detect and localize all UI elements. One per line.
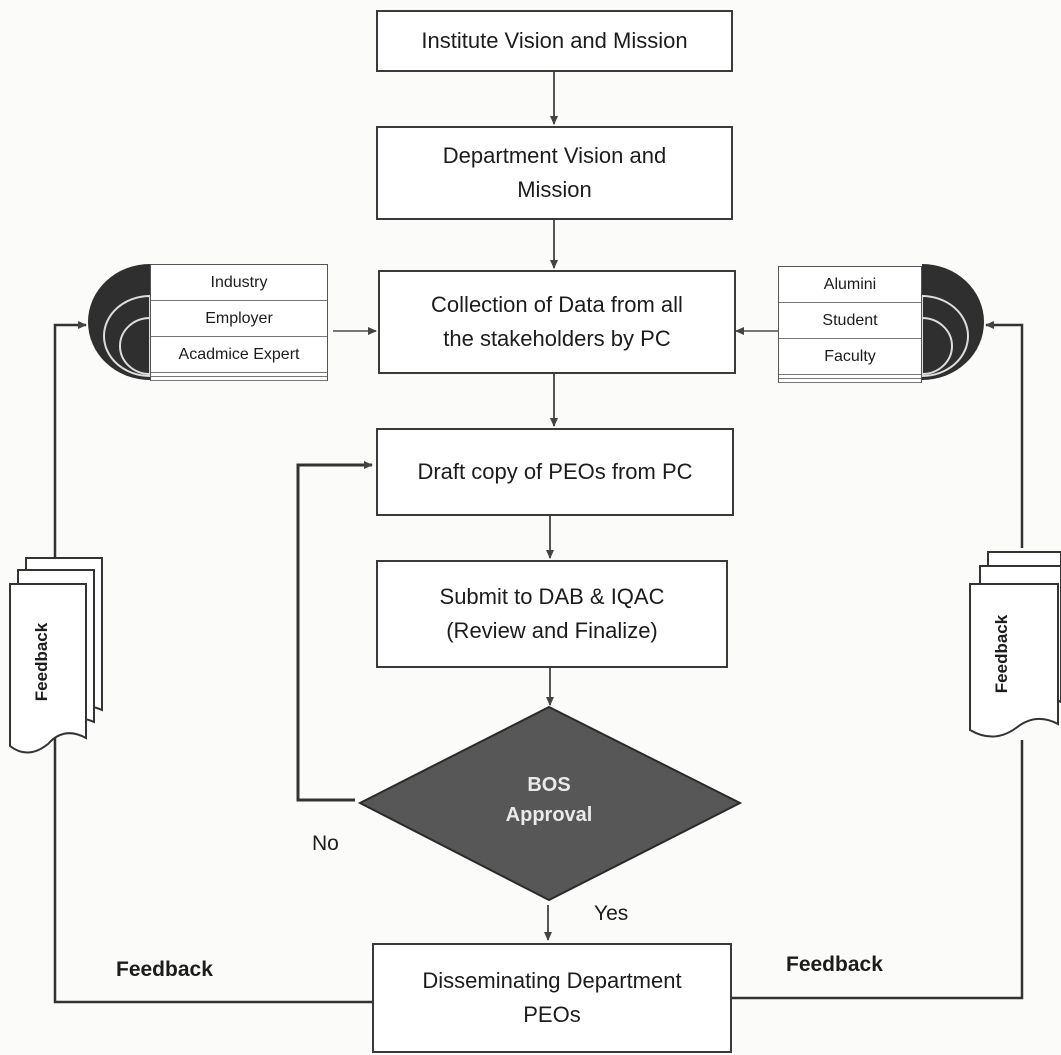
stakeholder-semicircle-right [921, 264, 984, 380]
submit-dab-box: Submit to DAB & IQAC (Review and Finaliz… [376, 560, 728, 668]
no-loop-line [296, 461, 373, 802]
list-divider [151, 373, 327, 377]
department-vision-line-2: Mission [517, 177, 592, 202]
feedback-loop-right-upper [985, 321, 1024, 548]
feedback-label-right: Feedback [786, 953, 883, 976]
no-label: No [312, 832, 339, 855]
feedback-loop-left [53, 710, 372, 1004]
submit-line-2: (Review and Finalize) [446, 618, 658, 643]
feedback-loop-right [732, 740, 1024, 1000]
yes-label: Yes [594, 902, 629, 925]
list-divider [779, 379, 921, 383]
stakeholder-employer: Employer [151, 301, 327, 337]
feedback-document-right [969, 551, 1061, 738]
decision-line-2: Approval [505, 804, 593, 826]
stakeholder-list-right: Alumini Student Faculty [778, 266, 922, 383]
collection-data-box: Collection of Data from all the stakehol… [378, 270, 736, 374]
stakeholder-industry: Industry [151, 265, 327, 301]
list-divider [151, 377, 327, 381]
feedback-label-left: Feedback [116, 958, 213, 981]
department-vision-line-1: Department Vision and [442, 142, 667, 168]
stakeholder-academic-expert: Acadmice Expert [151, 337, 327, 373]
stakeholder-alumni: Alumini [779, 267, 921, 303]
stakeholder-list-left: Industry Employer Acadmice Expert [150, 264, 328, 381]
feedback-document-left [9, 557, 103, 754]
disseminate-line-2: PEOs [523, 1002, 581, 1027]
department-vision-box: Department Vision and Mission [376, 126, 733, 220]
collection-line-2: the stakeholders by PC [443, 326, 671, 351]
decision-diamond [357, 705, 743, 902]
disseminate-peos-box: Disseminating Department PEOs [372, 943, 732, 1053]
feedback-doc-label-right: Feedback [992, 614, 1011, 694]
submit-line-1: Submit to DAB & IQAC [439, 583, 665, 609]
collection-line-1: Collection of Data from all [431, 291, 683, 317]
institute-vision-box: Institute Vision and Mission [376, 10, 733, 72]
list-divider [779, 375, 921, 379]
decision-line-1: BOS [527, 774, 571, 796]
stakeholder-student: Student [779, 303, 921, 339]
stakeholder-semicircle-left [88, 264, 151, 380]
disseminate-line-1: Disseminating Department [422, 967, 682, 993]
feedback-loop-left-upper [53, 321, 87, 565]
decision-label: BOS Approval [449, 770, 649, 830]
draft-peos-text: Draft copy of PEOs from PC [417, 458, 693, 484]
stakeholder-faculty: Faculty [779, 339, 921, 375]
draft-peos-box: Draft copy of PEOs from PC [376, 428, 734, 516]
feedback-doc-label-left: Feedback [32, 622, 51, 702]
institute-vision-text: Institute Vision and Mission [421, 27, 688, 53]
